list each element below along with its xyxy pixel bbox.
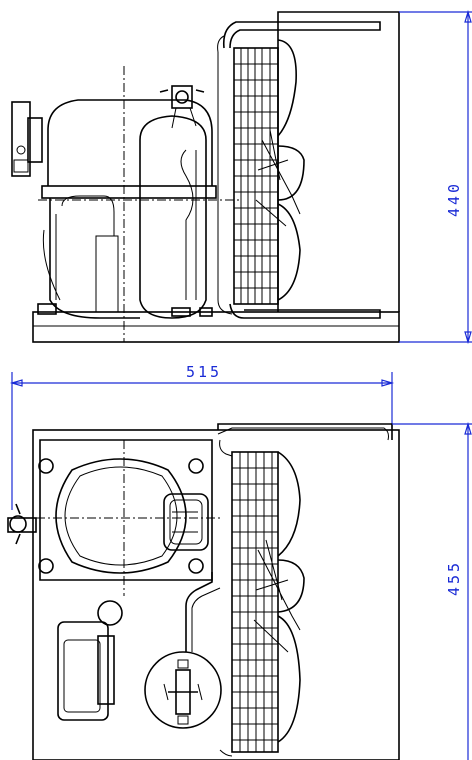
side-foot (171, 307, 191, 317)
side-foot (37, 303, 57, 315)
top-fan (253, 451, 305, 743)
side-top-valve (159, 85, 205, 129)
side-foot (199, 307, 213, 317)
top-housing-rail (217, 423, 393, 440)
top-view (7, 423, 400, 760)
side-view (11, 11, 400, 343)
side-base-plate (32, 311, 400, 343)
top-tubing (185, 572, 213, 652)
top-condenser-coil (219, 439, 279, 757)
depth-dimension-label: 455 (445, 560, 463, 596)
side-fan (255, 39, 305, 301)
side-condenser-coil (217, 21, 381, 319)
side-service-valve (11, 101, 43, 177)
height-dimension-label: 440 (445, 181, 463, 217)
top-liquid-receiver (144, 651, 222, 729)
side-housing (277, 11, 400, 312)
width-dimension: 515 (9, 363, 395, 510)
top-compressor (36, 439, 220, 596)
top-base-plate (32, 429, 400, 760)
top-filter-drier (57, 621, 115, 721)
side-compressor (38, 66, 240, 342)
top-service-valve (7, 503, 37, 545)
depth-dimension: 455 (392, 421, 472, 760)
top-mounting-hole (97, 600, 123, 626)
width-dimension-label: 515 (186, 363, 222, 381)
height-dimension: 440 (399, 9, 472, 345)
